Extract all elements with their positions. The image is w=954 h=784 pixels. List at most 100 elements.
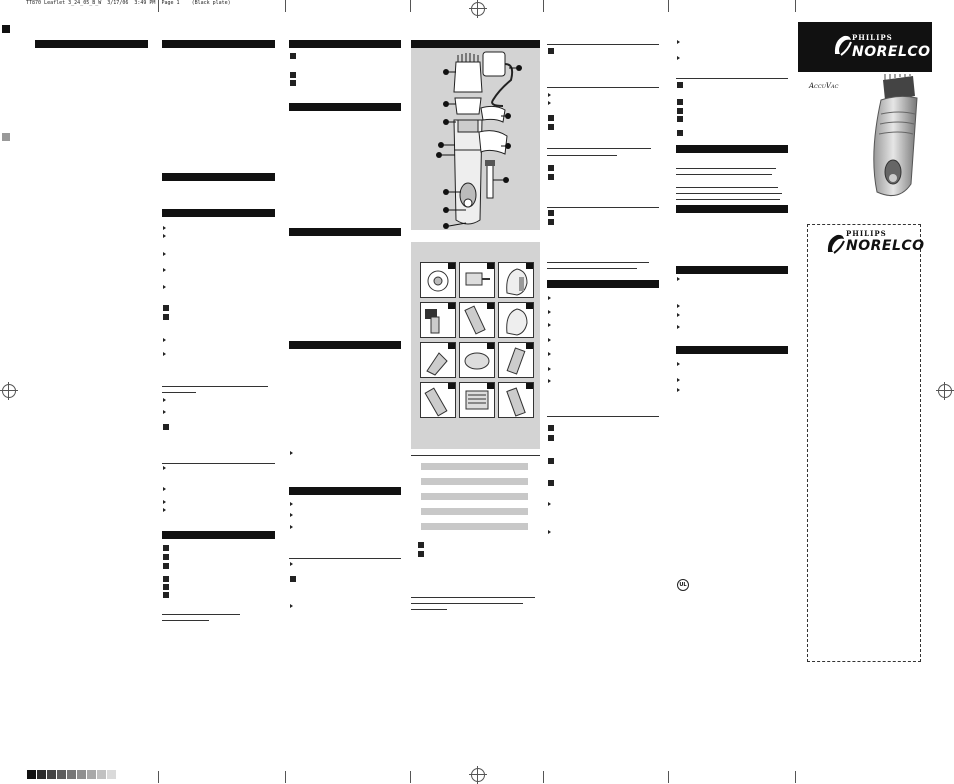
subheading-rule	[162, 620, 209, 621]
calibration-swatch	[47, 770, 56, 779]
calibration-swatch	[37, 770, 46, 779]
thumbnail-4	[420, 302, 456, 338]
bullet	[548, 93, 551, 97]
subheading-rule	[676, 174, 772, 175]
crop-mark	[668, 0, 669, 12]
bullet	[677, 378, 680, 382]
corner-marker	[2, 133, 10, 141]
crop-mark	[668, 771, 669, 783]
step-marker	[548, 174, 554, 180]
bullet	[548, 338, 551, 342]
brand-logo-box: PHILIPS NORELCO	[798, 22, 932, 72]
bullet	[163, 252, 166, 256]
thumbnail-11	[459, 382, 495, 418]
bullet	[163, 268, 166, 272]
subheading-rule	[547, 87, 659, 88]
bullet	[677, 277, 680, 281]
crop-mark	[543, 0, 544, 12]
divider	[411, 455, 540, 456]
thumbnail-2	[459, 262, 495, 298]
bullet	[163, 398, 166, 402]
step-marker	[418, 551, 424, 557]
step-marker	[677, 116, 683, 122]
subheading-rule	[676, 187, 778, 188]
section-heading	[289, 228, 401, 236]
bullet	[290, 562, 293, 566]
step-marker	[163, 554, 169, 560]
subheading-rule	[162, 392, 196, 393]
subheading-rule	[547, 262, 649, 263]
calibration-swatch	[27, 770, 36, 779]
thumbnail-7	[420, 342, 456, 378]
section-heading	[676, 266, 788, 274]
bullet	[163, 352, 166, 356]
bullet	[290, 502, 293, 506]
bullet	[677, 313, 680, 317]
corner-marker	[2, 25, 10, 33]
registration-mark	[936, 382, 954, 400]
bullet	[163, 234, 166, 238]
section-heading	[162, 209, 275, 217]
table-row	[421, 523, 528, 530]
section-heading	[676, 145, 788, 153]
bullet	[677, 56, 680, 60]
product-name: AccuVac	[809, 82, 839, 90]
section-heading	[162, 40, 275, 48]
crop-mark	[795, 0, 796, 12]
calibration-swatch	[67, 770, 76, 779]
step-marker	[548, 435, 554, 441]
crop-mark	[795, 771, 796, 783]
coupon-box: PHILIPS NORELCO	[807, 224, 924, 662]
table-row	[421, 508, 528, 515]
step-marker	[418, 542, 424, 548]
subheading-rule	[676, 168, 776, 169]
crop-mark	[410, 0, 411, 12]
crop-mark	[285, 0, 286, 12]
bullet	[290, 451, 293, 455]
thumbnail-10	[420, 382, 456, 418]
bullet	[677, 40, 680, 44]
column-1-heading	[35, 40, 148, 48]
bullet	[163, 508, 166, 512]
step-marker	[163, 424, 169, 430]
thumbnail-6	[498, 302, 534, 338]
section-heading	[289, 487, 401, 495]
bullet	[677, 304, 680, 308]
step-marker	[290, 53, 296, 59]
calibration-swatch	[77, 770, 86, 779]
step-marker	[548, 124, 554, 130]
step-marker	[677, 130, 683, 136]
step-marker	[290, 576, 296, 582]
bullet	[290, 513, 293, 517]
product-diagram-panel	[411, 40, 540, 230]
subheading-rule	[162, 463, 275, 464]
section-heading	[547, 280, 659, 288]
step-marker	[548, 165, 554, 171]
step-marker	[163, 545, 169, 551]
subheading-rule	[411, 597, 535, 598]
subheading-rule	[411, 603, 523, 604]
bullet	[548, 352, 551, 356]
thumbnail-3	[498, 262, 534, 298]
step-marker	[548, 458, 554, 464]
bullet	[548, 502, 551, 506]
bullet	[548, 367, 551, 371]
step-marker	[548, 48, 554, 54]
bullet	[548, 379, 551, 383]
calibration-swatch	[57, 770, 66, 779]
norelco-wordmark: NORELCO	[846, 238, 925, 254]
bullet	[163, 338, 166, 342]
section-heading	[289, 103, 401, 111]
product-photo	[873, 74, 918, 197]
crop-mark	[410, 771, 411, 783]
subheading-rule	[547, 207, 659, 208]
panel-heading-bar	[411, 40, 540, 48]
registration-mark	[0, 382, 18, 400]
bullet	[548, 296, 551, 300]
bullet	[290, 525, 293, 529]
norelco-wordmark: NORELCO	[852, 44, 931, 60]
step-marker	[548, 480, 554, 486]
subheading-rule	[411, 609, 447, 610]
crop-mark	[543, 771, 544, 783]
crop-mark	[158, 771, 159, 783]
